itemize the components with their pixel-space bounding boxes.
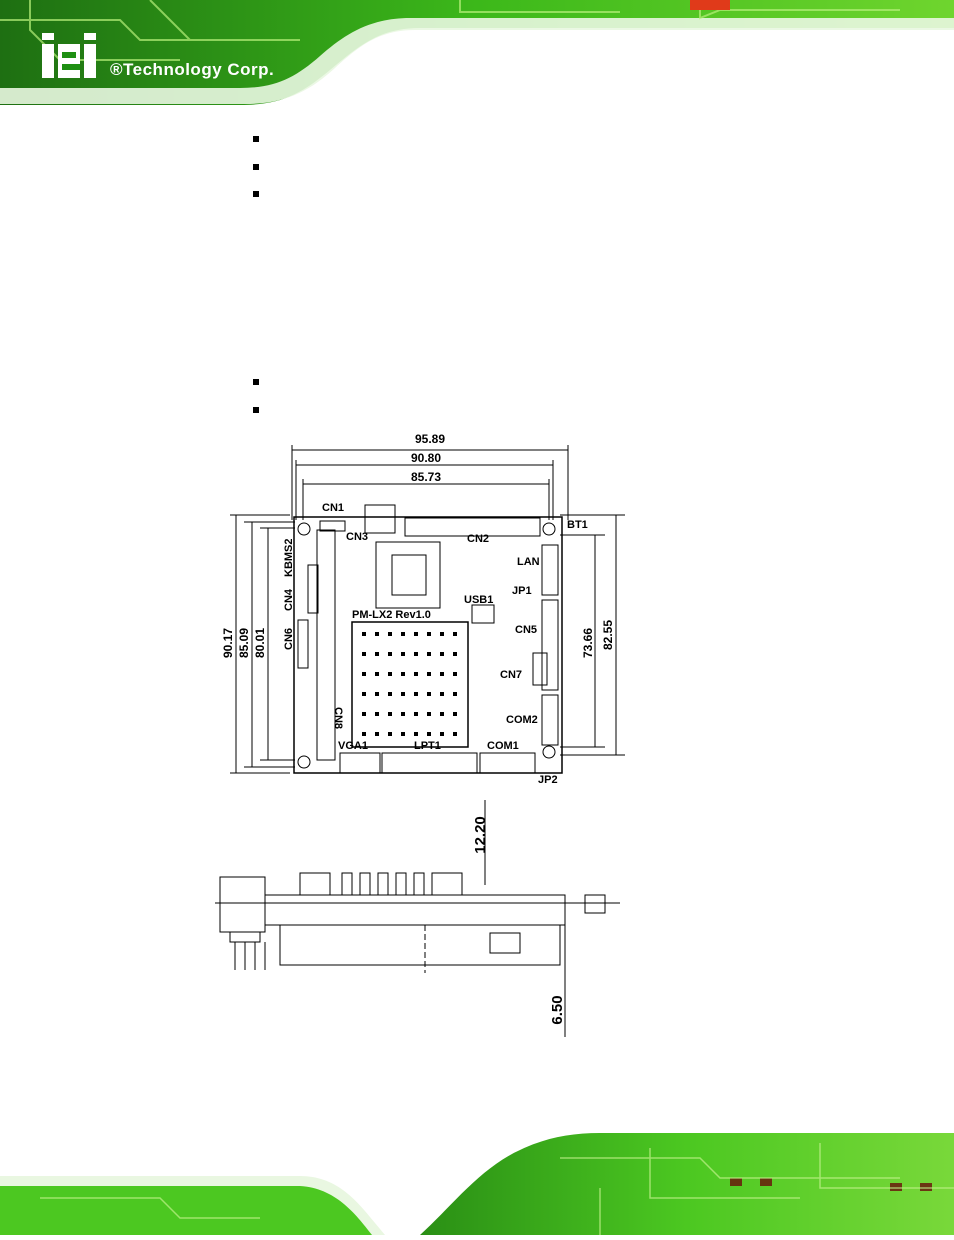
label-model: PM-LX2 Rev1.0 <box>352 609 431 621</box>
label-cn2: CN2 <box>467 533 489 545</box>
label-cn7: CN7 <box>500 669 522 681</box>
label-usb1: USB1 <box>464 594 493 606</box>
label-cn6: CN6 <box>283 628 295 650</box>
pcb-footer-graphic <box>0 1133 954 1235</box>
label-jp2: JP2 <box>538 774 558 786</box>
label-bt1: BT1 <box>567 519 588 531</box>
label-lan: LAN <box>517 556 540 568</box>
dim-top-2: 90.80 <box>411 451 441 465</box>
dim-left-2: 85.09 <box>237 628 251 658</box>
dim-side-height: 12.20 <box>472 816 489 854</box>
dimension-diagram: 95.89 90.80 85.73 90.17 85.09 80.01 73.6… <box>215 432 625 1037</box>
label-cn8: CN8 <box>332 707 344 729</box>
bullet-marker <box>253 136 259 142</box>
label-vga1: VGA1 <box>338 740 368 752</box>
label-jp1: JP1 <box>512 585 532 597</box>
label-com2: COM2 <box>506 714 538 726</box>
dim-left-3: 80.01 <box>253 628 267 658</box>
page-header: ®Technology Corp. <box>0 0 954 112</box>
bullet-marker <box>253 191 259 197</box>
label-cn3: CN3 <box>346 531 368 543</box>
board-dimension-drawing: 95.89 90.80 85.73 90.17 85.09 80.01 73.6… <box>200 425 630 1045</box>
bullet-marker <box>253 407 259 413</box>
label-cn1: CN1 <box>322 502 344 514</box>
dim-right-1: 73.66 <box>581 628 595 658</box>
label-cn4: CN4 <box>283 588 295 611</box>
bullet-marker <box>253 379 259 385</box>
label-cn5: CN5 <box>515 624 537 636</box>
page-footer <box>0 1128 954 1235</box>
dim-right-2: 82.55 <box>601 620 615 650</box>
dim-top-1: 95.89 <box>415 432 445 446</box>
dim-left-1: 90.17 <box>221 628 235 658</box>
label-kbms2: KBMS2 <box>283 538 295 577</box>
label-lpt1: LPT1 <box>414 740 441 752</box>
dim-side-bottom: 6.50 <box>549 995 566 1024</box>
dim-top-3: 85.73 <box>411 470 441 484</box>
pcb-header-graphic <box>0 0 954 105</box>
company-name: ®Technology Corp. <box>110 60 275 79</box>
bullet-marker <box>253 164 259 170</box>
label-com1: COM1 <box>487 740 519 752</box>
